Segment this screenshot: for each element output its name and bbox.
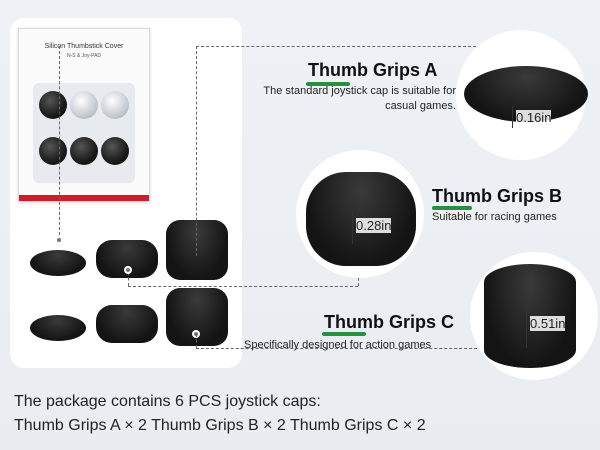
tray-cap [101,137,129,165]
tray-cap [101,91,129,119]
package-tray [33,83,135,183]
grip-c-dim-line [526,292,527,348]
connector-line [196,334,197,348]
thumb-grip-a [30,250,86,276]
tray-cap [39,137,67,165]
grip-a-title: Thumb Grips A [308,60,438,80]
grip-a-dim-line [512,106,513,128]
connector-line [128,272,129,286]
connector-line [196,46,197,256]
package-contents-line1: The package contains 6 PCS joystick caps… [14,393,321,410]
tray-cap [70,91,98,119]
tray-cap [70,137,98,165]
connector-line [196,46,476,47]
thumb-grip-a [30,315,86,341]
grip-c-desc: Specifically designed for action games [244,339,432,351]
grip-a-dim: 0.16in [516,110,552,125]
grip-b-desc: Suitable for racing games [432,211,557,223]
connector-line [59,46,60,240]
grip-b-title: Thumb Grips B [432,186,562,206]
package-subtitle: N-S & Joy-PAD [66,53,102,59]
grip-b-dim: 0.28in [356,218,392,233]
grip-a-underline [306,82,350,86]
grip-b-underline [432,206,472,210]
thumb-grip-c [166,220,228,280]
thumb-grip-b [96,305,158,343]
grip-a-desc: The standard joystick cap is suitable fo… [263,85,456,112]
package-contents-line2: Thumb Grips A × 2 Thumb Grips B × 2 Thum… [14,417,426,434]
package-box: Silicon Thumbstick Cover N-S & Joy-PAD [18,28,150,202]
grip-b-dim-line [352,212,353,244]
connector-dot [55,236,63,244]
package-stripe [19,195,149,201]
connector-dot [124,266,132,274]
grip-c-underline [322,332,366,336]
tray-cap [39,91,67,119]
grip-c-dim: 0.51in [530,316,566,331]
connector-line [128,286,358,287]
connector-line [196,348,482,349]
package-contents: The package contains 6 PCS joystick caps… [14,390,426,438]
grip-c-title: Thumb Grips C [324,312,454,332]
package-title: Silicon Thumbstick Cover [44,43,124,50]
